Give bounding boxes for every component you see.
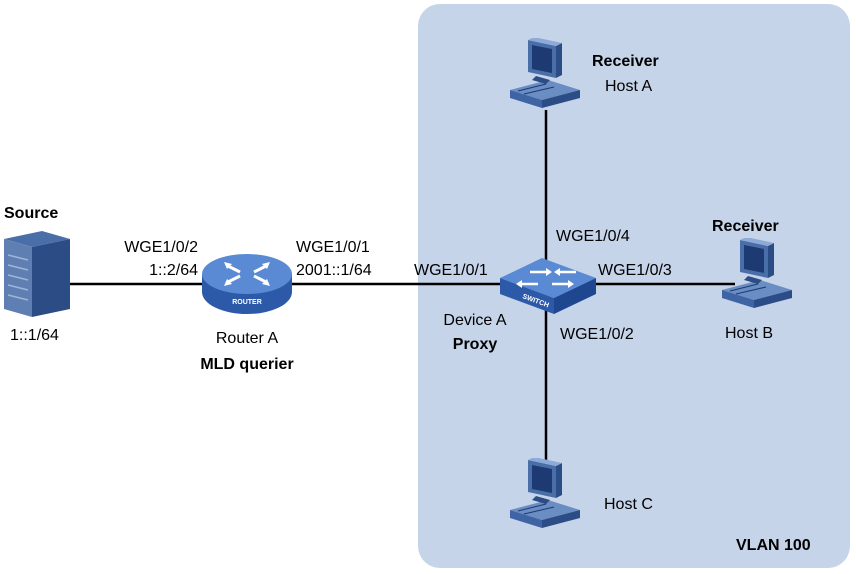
server-icon bbox=[4, 231, 70, 317]
switch-icon: SWITCH bbox=[500, 258, 596, 314]
switch-port-up: WGE1/0/1 bbox=[414, 262, 488, 279]
source-ip-label: 1::1/64 bbox=[10, 327, 59, 344]
host-a-role: Receiver bbox=[592, 53, 659, 70]
router-left-port: WGE1/0/2 bbox=[124, 239, 198, 256]
router-right-ip: 2001::1/64 bbox=[296, 262, 372, 279]
host-b-role: Receiver bbox=[712, 218, 779, 235]
switch-name: Device A bbox=[443, 312, 507, 329]
host-b-computer-icon bbox=[722, 238, 792, 308]
switch-port-host-b: WGE1/0/3 bbox=[598, 262, 672, 279]
router-right-port: WGE1/0/1 bbox=[296, 239, 370, 256]
host-c-name: Host C bbox=[604, 496, 653, 513]
router-left-ip: 1::2/64 bbox=[149, 262, 198, 279]
switch-role: Proxy bbox=[452, 336, 498, 353]
source-role-label: Source bbox=[4, 205, 59, 222]
router-name: Router A bbox=[215, 330, 279, 347]
router-role: MLD querier bbox=[200, 356, 294, 373]
vlan-label: VLAN 100 bbox=[736, 537, 811, 554]
switch-port-host-c: WGE1/0/2 bbox=[560, 326, 634, 343]
router-badge: ROUTER bbox=[232, 299, 262, 306]
host-a-computer-icon bbox=[510, 38, 580, 108]
switch-port-host-a: WGE1/0/4 bbox=[556, 228, 630, 245]
host-a-name: Host A bbox=[605, 78, 653, 95]
host-c-computer-icon bbox=[510, 458, 580, 528]
router-icon: ROUTER bbox=[202, 254, 292, 314]
host-b-name: Host B bbox=[725, 325, 774, 342]
